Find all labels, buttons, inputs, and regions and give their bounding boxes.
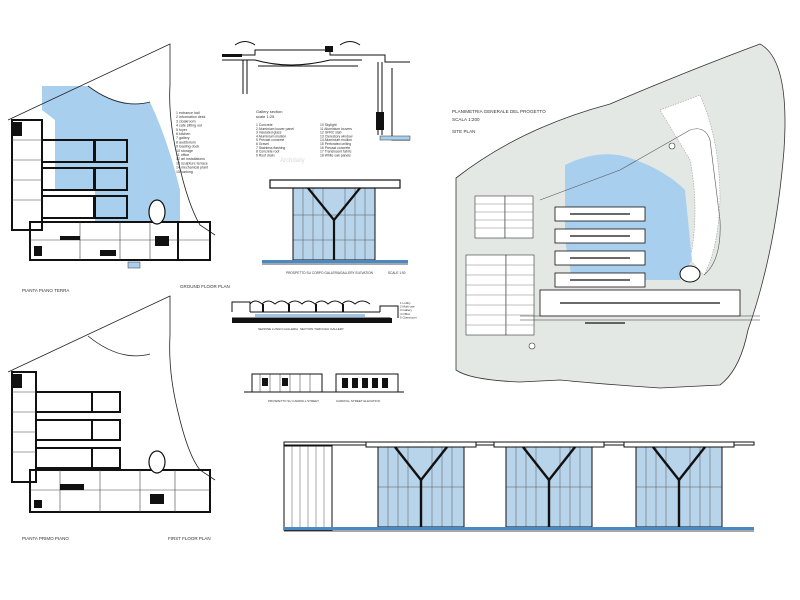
section-legend-col2: 10 Skylight 11 Aluminium louvers 12 GFRC…	[320, 123, 353, 157]
first-floor-plan: PIANTA PRIMO PIANO FIRST FLOOR PLAN	[7, 295, 216, 541]
section-legend-col1: 1 Concrete 2 Aluminium louver panel 3 In…	[256, 123, 295, 157]
pavilion-1	[365, 441, 477, 528]
watermark: Archdaily	[280, 158, 305, 164]
large-gallery-elevation	[283, 441, 755, 532]
street-elevation-title-it: PROSPETTO SU CARROLL STREET	[268, 399, 319, 403]
gallery-bars	[539, 206, 741, 317]
gallery-wings	[11, 119, 211, 261]
site-plan: PLANIMETRIA GENERALE DEL PROGETTO SCALA …	[452, 43, 786, 389]
gallery-wall-section: Gallery section scale 1:25 1 Concrete 2 …	[222, 41, 411, 164]
ground-floor-title-en: GROUND FLOOR PLAN	[180, 284, 230, 289]
elevation-scale: SCALE 1:50	[388, 271, 406, 275]
landscape-hatching	[659, 94, 721, 276]
site-boundary-curve	[7, 43, 216, 236]
site-plan-title-en: SITE PLAN	[452, 129, 476, 134]
elevation-title-it: PROSPETTO SU CORPO GALLERIA	[286, 271, 341, 275]
site-plan-scale: SCALA 1:200	[452, 117, 480, 122]
section-gallery-legend: 1 Lobby 2 Multi-use 3 Gallery 4 Office 5…	[400, 301, 417, 319]
first-floor-wings	[11, 371, 211, 513]
pavilion-2	[493, 441, 605, 528]
first-floor-title-it: PIANTA PRIMO PIANO	[22, 536, 69, 541]
section-scale: scale 1:25	[256, 114, 275, 119]
water-line	[284, 527, 754, 530]
site-boundary-curve	[7, 295, 216, 481]
gallery-elevation: PROSPETTO SU CORPO GALLERIA GALLERY ELEV…	[262, 179, 408, 275]
parking-blocks	[465, 195, 535, 336]
reflecting-pool	[42, 86, 180, 222]
ground-floor-title-it: PIANTA PIANO TERRA	[22, 288, 69, 293]
ground-floor-plan: 1 entrance hall 2 information desk 3 clo…	[7, 43, 230, 293]
street-elevation-title-en: CARROLL STREET ELEVATION	[336, 399, 380, 403]
elevation-title-en: GALLERY ELEVATION	[340, 271, 374, 275]
site-plan-title-it: PLANIMETRIA GENERALE DEL PROGETTO	[452, 109, 546, 114]
section-gallery-title-it: SEZIONE LUNGO GALLERIA	[258, 327, 298, 331]
first-floor-title-en: FIRST FLOOR PLAN	[168, 536, 211, 541]
section-title: Gallery section	[256, 109, 282, 114]
section-through-gallery: SEZIONE LUNGO GALLERIA SECTION THROUGH G…	[231, 300, 417, 331]
auditorium-oval	[148, 199, 166, 225]
section-gallery-title-en: SECTION THROUGH GALLERY	[300, 327, 344, 331]
ground-floor-legend: 1 entrance hall 2 information desk 3 clo…	[176, 111, 209, 174]
y-column	[307, 187, 361, 260]
pavilion-3	[623, 441, 735, 528]
carroll-street-elevation: PROSPETTO SU CARROLL STREET CARROLL STRE…	[244, 373, 404, 403]
entry-pavilion	[283, 445, 333, 531]
